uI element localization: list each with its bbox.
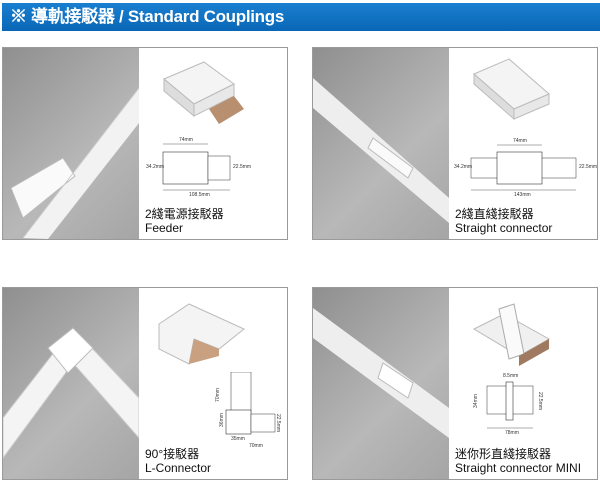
track-rail-image <box>313 308 449 438</box>
feeder-product-image <box>149 54 249 134</box>
product-name-zh: 2綫直綫接駁器 <box>455 207 534 221</box>
product-name-en: Straight connector MINI <box>455 461 582 475</box>
product-photo <box>3 48 139 239</box>
product-name-zh: 迷你形直綫接駁器 <box>455 447 552 461</box>
product-photo <box>313 48 449 239</box>
product-name-zh: 90°接駁器 <box>145 447 200 461</box>
track-rail-image <box>3 327 139 459</box>
feeder-drawing: 74mm 34.2mm 22.5mm 108.5mm <box>146 137 252 198</box>
section-header: ※ 導軌接駁器 / Standard Couplings <box>2 3 600 31</box>
track-rail-image <box>10 87 139 239</box>
mini-connector-product-image <box>459 294 559 374</box>
product-name-en: Straight connector <box>455 221 553 235</box>
product-name-en: Feeder <box>145 221 184 235</box>
track-rail-image <box>313 78 449 223</box>
product-photo <box>3 288 139 479</box>
straight-connector-drawing: 74mm 34.2mm 22.5mm 143mm <box>454 138 598 198</box>
product-photo <box>313 288 449 479</box>
product-name-zh: 2綫電源接駁器 <box>145 207 224 221</box>
l-connector-drawing: 70mm 36mm 22.5mm 35mm 70mm <box>141 372 287 449</box>
mini-connector-drawing: 8.5mm 34mm 22.5mm 78mm <box>472 373 544 436</box>
straight-connector-product-image <box>459 54 559 134</box>
product-name-en: L-Connector <box>145 461 212 475</box>
l-connector-product-image <box>149 294 249 374</box>
